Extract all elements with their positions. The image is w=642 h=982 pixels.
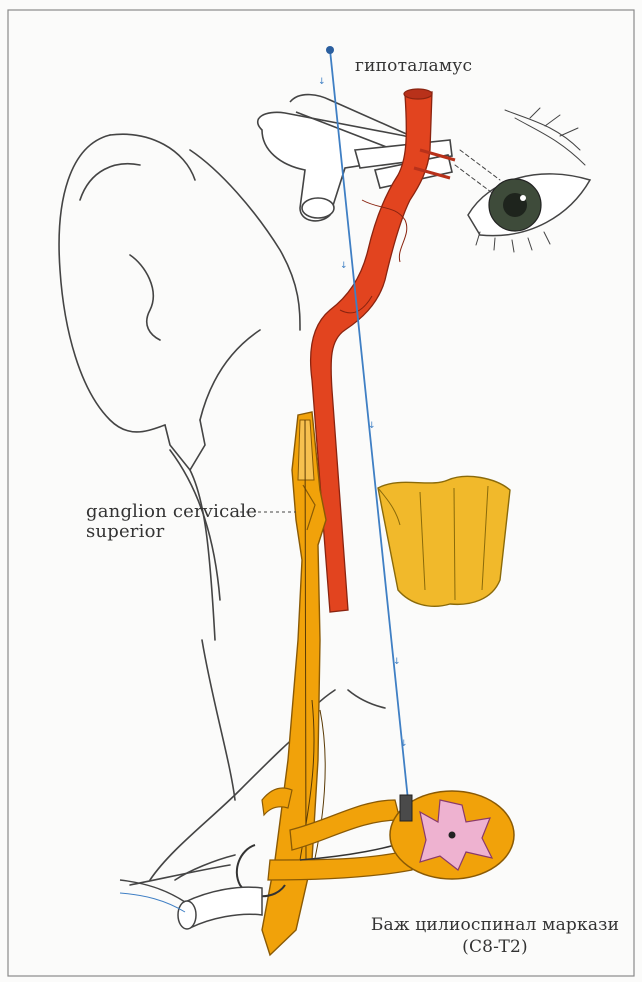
ganglion-cervicale-superior-label: ganglion cervicale superior <box>86 502 257 542</box>
eye <box>455 108 590 252</box>
central-canal <box>449 832 456 839</box>
svg-text:↓: ↓ <box>368 421 376 431</box>
svg-text:↓: ↓ <box>340 261 348 271</box>
center-label-line-2: (C8-T2) <box>360 936 630 958</box>
pathway-origin-dot <box>326 46 334 54</box>
center-label-line-1: Баж цилиоспинал маркази <box>360 914 630 936</box>
svg-text:↓: ↓ <box>393 657 401 667</box>
spinal-cord-segment <box>378 476 510 606</box>
ciliospinal-center-marker <box>400 795 412 821</box>
ganglion-label-line-1: ganglion cervicale <box>86 502 257 522</box>
svg-text:↓: ↓ <box>318 77 326 87</box>
ciliospinal-center-label: Баж цилиоспинал маркази (C8-T2) <box>360 914 630 958</box>
ganglion-label-line-2: superior <box>86 522 257 542</box>
lower-neck-tube <box>120 880 262 929</box>
hypothalamus-label: гипоталамус <box>355 56 472 76</box>
spinal-cord-cross-section <box>390 791 514 879</box>
svg-text:↓: ↓ <box>400 739 408 749</box>
neck-outline <box>170 450 220 640</box>
rami-communicantes <box>237 788 412 896</box>
